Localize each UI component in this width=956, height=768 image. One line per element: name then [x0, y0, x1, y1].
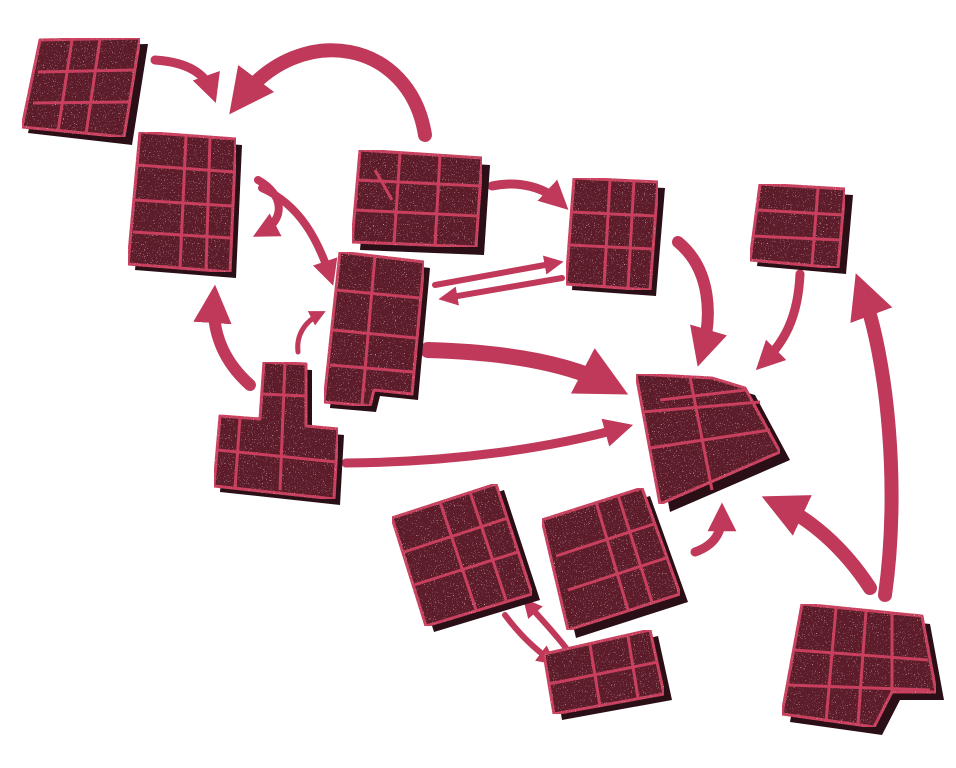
- arrow-b-self: [252, 176, 283, 237]
- block-node-e: [322, 250, 430, 412]
- arrow-c-to-b: [229, 43, 432, 142]
- arrow-m-to-f: [850, 273, 899, 602]
- arrow-a-to-b: [150, 55, 220, 103]
- block-node-k: [542, 628, 672, 720]
- block-node-b: [126, 130, 242, 278]
- block-node-g: [634, 372, 790, 512]
- arrow-e-to-g: [420, 342, 629, 395]
- block-node-i: [390, 482, 540, 632]
- arrow-h-to-b: [193, 284, 256, 391]
- block-node-f: [748, 182, 853, 274]
- arrow-e-to-d: [432, 255, 564, 288]
- block-node-j: [540, 486, 688, 638]
- arrow-m-to-g: [761, 495, 877, 595]
- arrow-j-to-g: [690, 502, 737, 557]
- arrows: [150, 43, 899, 665]
- block-node-c: [350, 148, 490, 255]
- arrow-b-to-e: [258, 184, 338, 286]
- block-node-a: [20, 36, 148, 145]
- block-nodes: [20, 36, 944, 735]
- arrow-d-to-g: [672, 236, 727, 367]
- block-node-m: [780, 602, 944, 735]
- block-node-h: [212, 360, 344, 505]
- arrow-k-to-i: [523, 598, 569, 651]
- arrow-h-to-g: [341, 418, 634, 468]
- arrow-c-to-d: [487, 179, 569, 210]
- arrow-d-to-e: [438, 275, 565, 306]
- block-node-d: [564, 176, 665, 296]
- arrow-h-to-e: [295, 311, 326, 355]
- arrow-f-to-g: [755, 269, 805, 371]
